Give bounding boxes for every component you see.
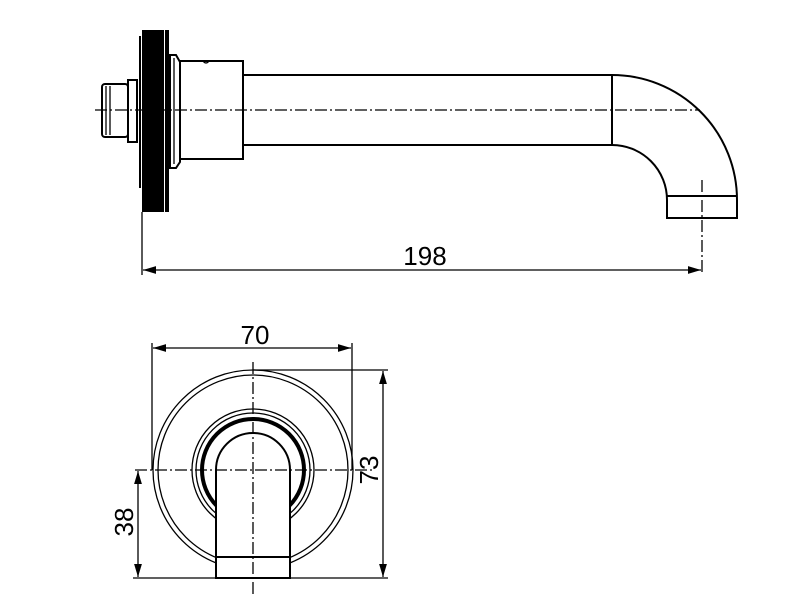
center-height-dimension-label: 38 [109,508,139,537]
width-dimension-label: 70 [241,320,270,350]
height-dimension-label: 73 [354,456,384,485]
length-dimension-label: 198 [403,241,446,271]
spout-body [179,60,244,160]
threaded-flange [142,30,164,212]
collar [169,54,181,169]
spout-tube [243,74,738,219]
side-view: 198 [95,30,738,275]
front-view: 70 73 38 [109,320,388,595]
